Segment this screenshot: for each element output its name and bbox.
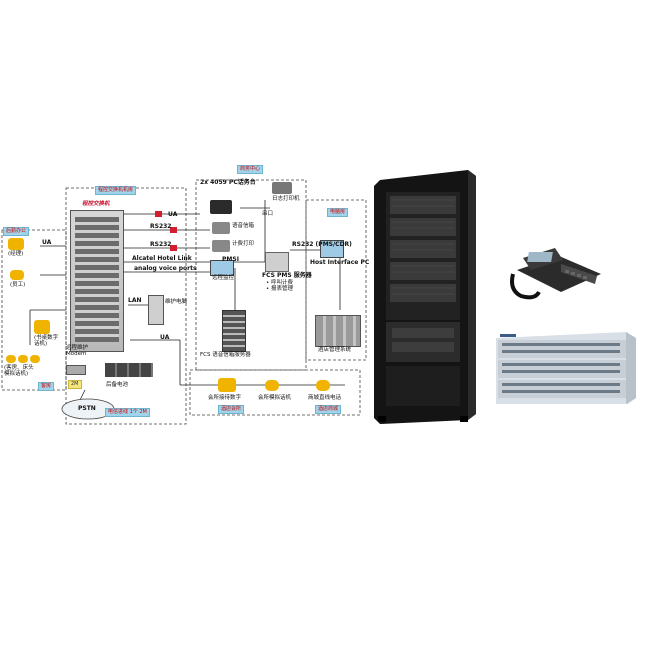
backup-battery-label: 后备电池	[106, 382, 129, 388]
billing-printer-icon	[212, 240, 230, 252]
bedside-phone-label: (书桌数字 话机)	[34, 335, 59, 347]
mall-phone-label: 商城直线电话	[308, 395, 342, 401]
guest-phones-label: (客房、床头 模拟话机)	[4, 365, 34, 377]
pabx-cabinet	[70, 210, 124, 352]
guest-phone-icon-3	[30, 355, 40, 363]
rs232-label-2: RS232	[150, 241, 172, 248]
hotel-mgmt-server-icon	[315, 315, 361, 347]
two-m-tag: 2M	[68, 380, 82, 389]
pstn-label: PSTN	[78, 405, 96, 412]
diagram-lines	[1, 179, 367, 425]
hotel-link-label: Alcatel Hotel Link	[132, 255, 192, 262]
staff-phone-icon	[10, 270, 24, 280]
meeting-analog-label: 会所模拟话机	[258, 395, 292, 401]
trunk-line-tag: 电信进线 1个 2M	[105, 408, 150, 417]
machine-room-tag: 程控交换机机房	[95, 186, 137, 195]
pabx-shelf-drawing	[496, 332, 636, 404]
guest-phone-icon-1	[6, 355, 16, 363]
analog-ports-label: analog voice ports	[134, 265, 197, 272]
fcs-pms-label: FCS PMS 服务器	[262, 272, 312, 279]
bedside-phone-icon	[34, 320, 50, 334]
server-rack-photo	[372, 170, 476, 424]
meeting-digital-label: 会所接待数字	[208, 395, 242, 401]
log-printer-icon	[272, 182, 292, 194]
voicemail-label: 语音信箱	[232, 223, 255, 229]
ua-label-1: UA	[168, 211, 178, 218]
fcs-voicebox-label: FCS 语音信箱服务器	[200, 352, 251, 358]
manager-phone-icon	[8, 238, 24, 250]
remote-monitor-icon	[210, 260, 234, 276]
server-rack-drawing	[374, 170, 476, 424]
backoffice-tag: 后勤办公	[3, 227, 30, 236]
pabx-shelf-photo	[496, 328, 636, 404]
guest-room-tag: 客房	[38, 382, 55, 391]
ua-left-label: UA	[42, 239, 52, 246]
hotel-meeting-tag: 酒店会所	[218, 405, 245, 414]
mall-phone-icon	[316, 380, 330, 391]
fcs-bullets-label: • 呼叫计费 • 报表管理	[266, 280, 293, 292]
hotel-mgmt-label: 酒店管理系统	[318, 347, 352, 353]
modem-icon	[66, 365, 86, 375]
serial-port-label: 串口	[262, 211, 274, 217]
rs232-label-1: RS232	[150, 223, 172, 230]
business-center-tag: 商务中心	[237, 165, 264, 174]
pmsi-label: PMSI	[222, 256, 239, 263]
meeting-analog-phone-icon	[265, 380, 279, 391]
computer-room-tag: 电脑房	[327, 208, 349, 217]
operator-console-drawing	[510, 248, 601, 300]
guest-phone-icon-2	[18, 355, 28, 363]
manager-label: (经理)	[8, 251, 24, 257]
staff-label: (员工)	[10, 282, 26, 288]
operator-console-photo	[505, 240, 605, 306]
backup-battery-icon	[105, 363, 153, 377]
voicemail-printer-icon	[212, 222, 230, 234]
log-printer-label: 日志打印机	[272, 196, 300, 202]
fcs-voicebox-server-icon	[222, 310, 246, 352]
pabx-red-label: 程控交换机	[82, 201, 110, 207]
operator-console-icon	[210, 200, 232, 214]
rs232-pms-label: RS232 (PMS/CDR)	[292, 241, 352, 248]
billing-print-label: 计费打印	[232, 241, 255, 247]
host-interface-label: Host Interface PC	[310, 259, 370, 266]
host-interface-pc-icon	[320, 240, 344, 258]
hotel-mall-tag: 酒店商城	[315, 405, 342, 414]
operator-console-label: 2x 4059 PC话务台	[200, 179, 256, 186]
fcs-pms-server-icon	[265, 252, 289, 272]
lan-label: LAN	[128, 297, 142, 304]
network-diagram: 程控交换机机房 商务中心 电脑房 后勤办公 客房 电信进线 1个 2M 酒店会所…	[0, 160, 370, 430]
maintenance-pc-icon	[148, 295, 164, 325]
remote-monitor-label: 远程监控	[212, 275, 235, 281]
remote-modem-label: 远程维护 Modem	[66, 345, 89, 357]
ua-bottom-label: UA	[160, 334, 170, 341]
meeting-digital-phone-icon	[218, 378, 236, 392]
maintenance-pc-label: 维护电脑	[165, 299, 188, 305]
